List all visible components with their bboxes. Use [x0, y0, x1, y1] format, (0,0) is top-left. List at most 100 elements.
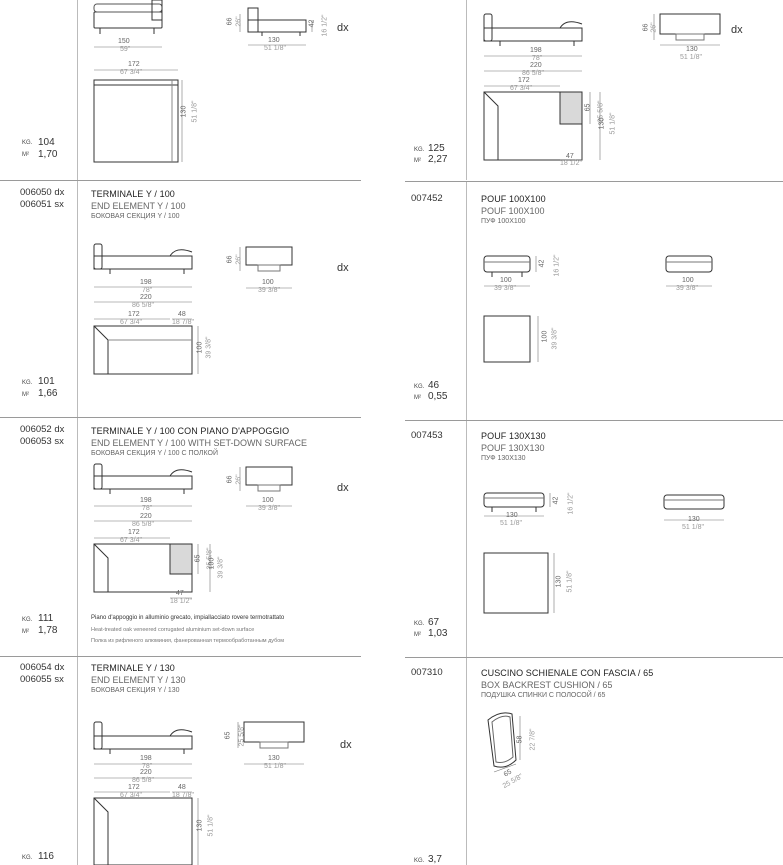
dim-text: 198 — [140, 755, 152, 762]
end-element-100-surface-drawings — [93, 463, 293, 593]
weight-value: 104 — [38, 137, 55, 148]
product-name-en: BOX BACKREST CUSHION / 65 — [481, 680, 613, 690]
dim-text-inch: 78" — [142, 505, 153, 512]
column-divider — [77, 657, 78, 865]
dim-text-inch: 67 3/4" — [120, 537, 142, 544]
dim-text-inch: 39 3/8" — [494, 285, 516, 292]
dim-text: 198 — [530, 47, 542, 54]
dim-text: 100 — [196, 341, 204, 354]
section-divider — [0, 417, 361, 418]
dim-text-inch: 18 1/2" — [170, 598, 192, 605]
dim-text-inch: 67 3/4" — [120, 792, 142, 799]
dim-text-inch: 67 3/4" — [120, 69, 142, 76]
dim-text: 42 — [538, 259, 546, 268]
dim-text: 65 — [224, 731, 232, 740]
area-label: M² — [22, 152, 29, 158]
dim-text-inch: 67 3/4" — [120, 319, 142, 326]
product-name-ru: БОКОВАЯ СЕКЦИЯ Y / 100 С ПОЛКОЙ — [91, 450, 218, 457]
dim-text-inch: 86 5/8" — [132, 521, 154, 528]
weight-value: 46 — [428, 380, 440, 391]
dim-text: 66 — [226, 255, 234, 264]
sofa-front-view — [93, 0, 163, 34]
dim-text: 47 — [176, 590, 184, 597]
dim-text-inch: 16 1/2" — [553, 254, 561, 277]
dim-text: 42 — [308, 19, 316, 28]
dim-text: 100 — [208, 557, 216, 570]
dim-text: 172 — [518, 77, 530, 84]
product-code: 006055 sx — [20, 674, 64, 685]
dim-text-inch: 51 1/8" — [207, 814, 215, 837]
weight-label: KG. — [414, 621, 425, 627]
weight-value: 116 — [38, 851, 54, 862]
column-divider — [466, 0, 467, 180]
product-name-ru: ПУФ 130X130 — [481, 455, 526, 462]
material-note-en: Heat-treated oak veneered corrugated alu… — [91, 627, 255, 633]
dim-text: 150 — [118, 38, 130, 45]
dim-text: 65 — [584, 103, 592, 112]
dim-text-inch: 39 3/8" — [217, 556, 225, 579]
area-value: 1,78 — [38, 625, 58, 636]
dim-text: 130 — [196, 819, 204, 832]
product-code: 007453 — [411, 430, 443, 441]
weight-label: KG. — [22, 855, 33, 861]
dim-text-inch: 18 7/8" — [172, 792, 194, 799]
cushion-drawing — [487, 712, 517, 768]
end-element-100-drawings — [93, 243, 293, 375]
dim-text: 100 — [262, 279, 274, 286]
product-name-it: TERMINALE Y / 100 — [91, 189, 175, 199]
product-name-en: END ELEMENT Y / 100 — [91, 201, 186, 211]
material-note-ru: Полка из рифленого алюминия, фанерованна… — [91, 638, 285, 644]
dim-text-inch: 26" — [235, 16, 243, 27]
dim-text-inch: 86 5/8" — [132, 777, 154, 784]
sofa-side-view — [247, 7, 307, 36]
product-name-ru: ПОДУШКА СПИНКИ С ПОЛОСОЙ / 65 — [481, 692, 606, 699]
dim-text: 220 — [140, 513, 152, 520]
weight-label: KG. — [414, 147, 425, 153]
dim-text-inch: 67 3/4" — [510, 85, 532, 92]
area-value: 1,70 — [38, 149, 58, 160]
section-divider — [0, 656, 361, 657]
weight-value: 101 — [38, 376, 55, 387]
dim-text: 172 — [128, 61, 140, 68]
dim-text-inch: 86 5/8" — [522, 70, 544, 77]
product-name-it: POUF 100X100 — [481, 194, 546, 204]
material-note-it: Piano d'appoggio in alluminio grecato, i… — [91, 615, 285, 621]
weight-value: 3,7 — [428, 854, 442, 865]
dim-text: 172 — [128, 784, 140, 791]
product-name-en: END ELEMENT Y / 130 — [91, 675, 186, 685]
section-divider — [405, 657, 783, 658]
weight-label: KG. — [414, 858, 425, 864]
column-divider — [77, 0, 78, 180]
dim-text-inch: 26" — [235, 474, 243, 485]
side-label: dx — [337, 22, 349, 34]
section-divider — [405, 181, 783, 182]
dim-text-inch: 51 1/8" — [264, 45, 286, 52]
dim-text: 100 — [541, 330, 549, 343]
product-code: 006053 sx — [20, 436, 64, 447]
product-name-it: POUF 130X130 — [481, 431, 546, 441]
dim-text: 130 — [555, 575, 563, 588]
dim-text: 48 — [178, 784, 186, 791]
product-name-it: TERMINALE Y / 130 — [91, 663, 175, 673]
dim-text-inch: 39 3/8" — [551, 327, 559, 350]
dim-text: 172 — [128, 529, 140, 536]
product-name-ru: БОКОВАЯ СЕКЦИЯ Y / 130 — [91, 687, 180, 694]
weight-label: KG. — [22, 140, 33, 146]
dim-text: 130 — [688, 516, 700, 523]
dim-text: 100 — [262, 497, 274, 504]
area-label: M² — [414, 158, 421, 164]
area-label: M² — [414, 632, 421, 638]
dim-text-inch: 39 3/8" — [676, 285, 698, 292]
product-code: 006054 dx — [20, 662, 65, 673]
product-code: 006051 sx — [20, 199, 64, 210]
dim-text: 42 — [552, 496, 560, 505]
dim-text: 66 — [226, 475, 234, 484]
dim-text: 130 — [598, 117, 606, 130]
product-name-en: END ELEMENT Y / 100 WITH SET-DOWN SURFAC… — [91, 438, 308, 448]
column-divider — [466, 658, 467, 865]
product-name-en: POUF 130X130 — [481, 443, 545, 453]
dim-text: 220 — [530, 62, 542, 69]
dim-text-inch: 16 1/2" — [567, 492, 575, 515]
dim-text-inch: 39 3/8" — [258, 287, 280, 294]
column-divider — [77, 181, 78, 417]
